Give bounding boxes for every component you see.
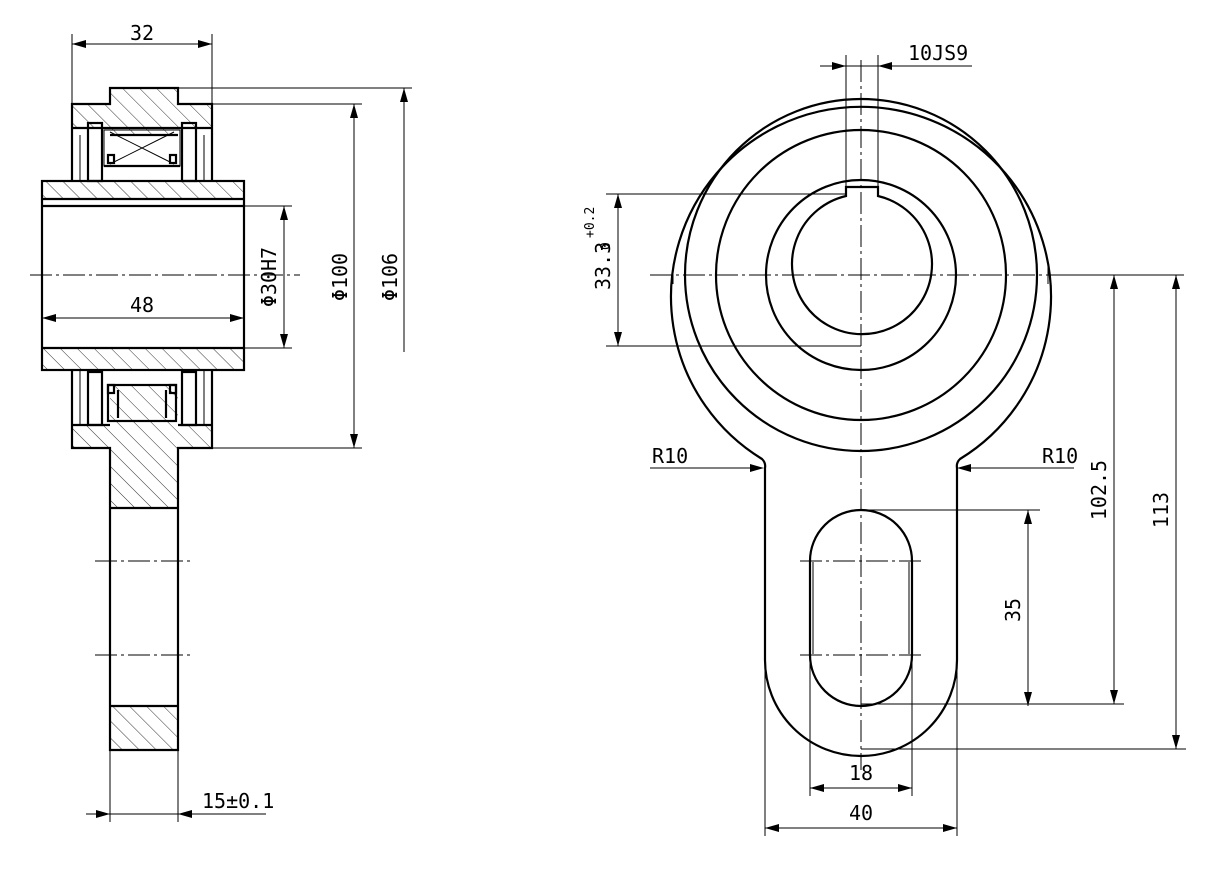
dim-slot-length-label: 35 bbox=[1001, 598, 1025, 622]
front-view-outline bbox=[669, 105, 1053, 758]
dim-width-top-label: 32 bbox=[130, 21, 154, 45]
dim-radius-right-label: R10 bbox=[1042, 444, 1078, 468]
dim-keyway-depth-tol-lower: 0 bbox=[599, 242, 614, 250]
dim-arm-width: 40 bbox=[764, 660, 958, 836]
side-view: 32 48 Φ30H7 Φ100 bbox=[30, 21, 412, 822]
dim-outer-100-label: Φ100 bbox=[328, 253, 352, 301]
side-view-outline bbox=[40, 86, 246, 752]
side-view-centerlines bbox=[30, 274, 300, 656]
dim-radius-left: R10 bbox=[650, 444, 764, 472]
dim-bore-dia-label: Φ30H7 bbox=[257, 247, 281, 307]
dim-width-top: 32 bbox=[71, 21, 213, 104]
dim-keyway-label: 10JS9 bbox=[908, 41, 968, 65]
front-view: 10JS9 33.3 +0.2 0 R10 R10 bbox=[583, 41, 1186, 836]
dim-outer-100: Φ100 bbox=[212, 103, 362, 449]
dim-length-bore-label: 48 bbox=[130, 293, 154, 317]
dim-overall-length-label: 113 bbox=[1149, 492, 1173, 528]
dim-radius-right: R10 bbox=[957, 444, 1078, 472]
dim-arm-width-label: 40 bbox=[849, 801, 873, 825]
dim-arm-thickness: 15±0.1 bbox=[86, 750, 274, 822]
dim-keyway-depth: 33.3 +0.2 0 bbox=[583, 193, 861, 347]
front-view-centerlines bbox=[650, 60, 1072, 770]
dim-keyway: 10JS9 bbox=[820, 41, 972, 196]
dim-radius-left-label: R10 bbox=[652, 444, 688, 468]
dim-outer-106-label: Φ106 bbox=[378, 253, 402, 301]
dim-overall-length: 113 bbox=[861, 274, 1186, 750]
dim-length-bore: 48 bbox=[42, 293, 244, 322]
dim-keyway-depth-label: 33.3 bbox=[591, 242, 615, 290]
dim-arm-thickness-label: 15±0.1 bbox=[202, 789, 274, 813]
dim-slot-width-label: 18 bbox=[849, 761, 873, 785]
dim-slot-length: 35 bbox=[861, 509, 1040, 706]
bore-with-keyway bbox=[790, 185, 934, 336]
dim-center-to-slot-label: 102.5 bbox=[1087, 460, 1111, 520]
dim-outer-106: Φ106 bbox=[178, 87, 412, 352]
dim-center-to-slot: 102.5 bbox=[861, 275, 1124, 705]
dim-keyway-depth-tol-upper: +0.2 bbox=[583, 207, 598, 238]
dim-slot-width: 18 bbox=[809, 660, 913, 796]
dim-bore-dia: Φ30H7 bbox=[244, 205, 292, 349]
